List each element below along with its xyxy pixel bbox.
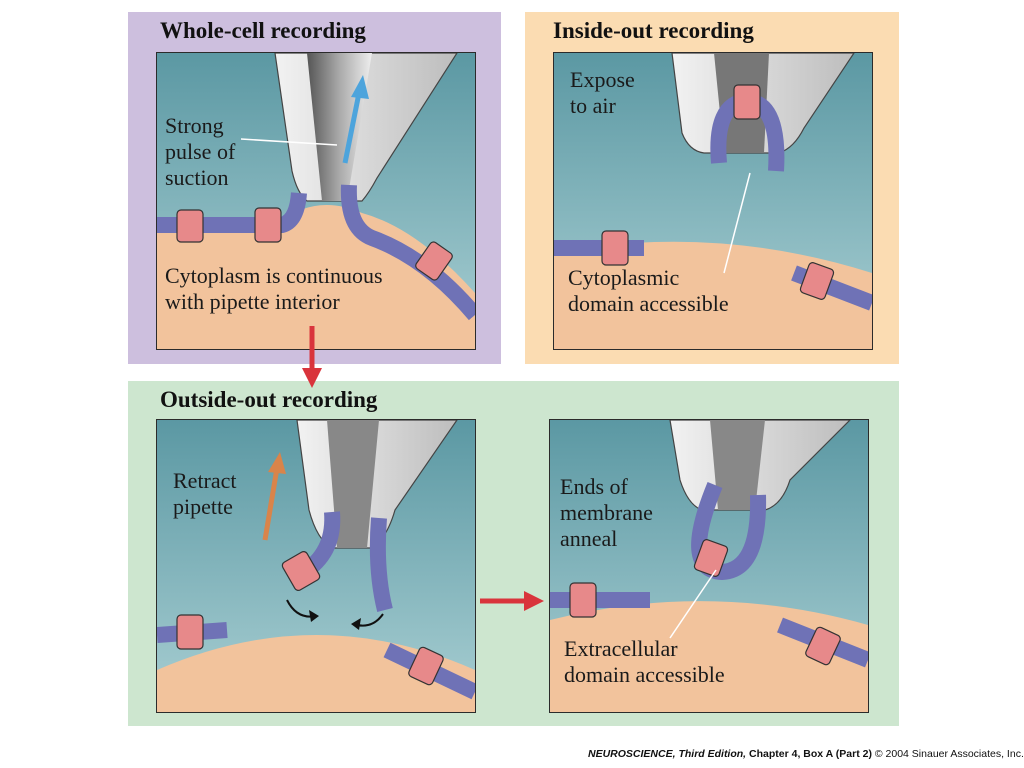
- inside-out-title: Inside-out recording: [553, 18, 754, 43]
- whole-cell-title: Whole-cell recording: [160, 18, 366, 43]
- footer-credit: NEUROSCIENCE, Third Edition, Chapter 4, …: [588, 748, 1024, 760]
- inside-out-panel: Inside-out recording: [525, 12, 899, 364]
- footer-chapter: Chapter 4, Box A (Part 2): [746, 748, 872, 760]
- footer-edition: , Third Edition,: [672, 748, 747, 760]
- whole-cell-scene: Strong pulse of suction Cytoplasm is con…: [156, 52, 476, 350]
- whole-cell-illustration: [157, 53, 475, 349]
- air-label: Expose to air: [570, 67, 635, 118]
- footer-copyright: © 2004 Sinauer Associates, Inc.: [871, 748, 1024, 760]
- footer-book: NEUROSCIENCE: [588, 748, 673, 760]
- inside-out-illustration: [554, 53, 872, 349]
- cytoplasmic-domain-label: Cytoplasmic domain accessible: [568, 265, 729, 316]
- outside-out-panel: Outside-out recording: [128, 381, 899, 726]
- retract-illustration: [157, 420, 475, 712]
- arrow-right: [480, 591, 544, 611]
- outside-out-title: Outside-out recording: [160, 387, 378, 412]
- extracellular-domain-label: Extracellular domain accessible: [564, 636, 725, 687]
- cytoplasm-label: Cytoplasm is continuous with pipette int…: [165, 263, 383, 314]
- suction-label: Strong pulse of suction: [165, 113, 236, 190]
- outside-out-anneal-scene: Ends of membrane anneal Extracellular do…: [549, 419, 869, 713]
- inside-out-scene: Expose to air Cytoplasmic domain accessi…: [553, 52, 873, 350]
- whole-cell-panel: Whole-cell recording: [128, 12, 501, 364]
- outside-out-retract-scene: Retract pipette: [156, 419, 476, 713]
- retract-label: Retract pipette: [173, 468, 237, 519]
- anneal-label: Ends of membrane anneal: [560, 474, 653, 551]
- arrow-down: [302, 326, 322, 388]
- anneal-illustration: [550, 420, 868, 712]
